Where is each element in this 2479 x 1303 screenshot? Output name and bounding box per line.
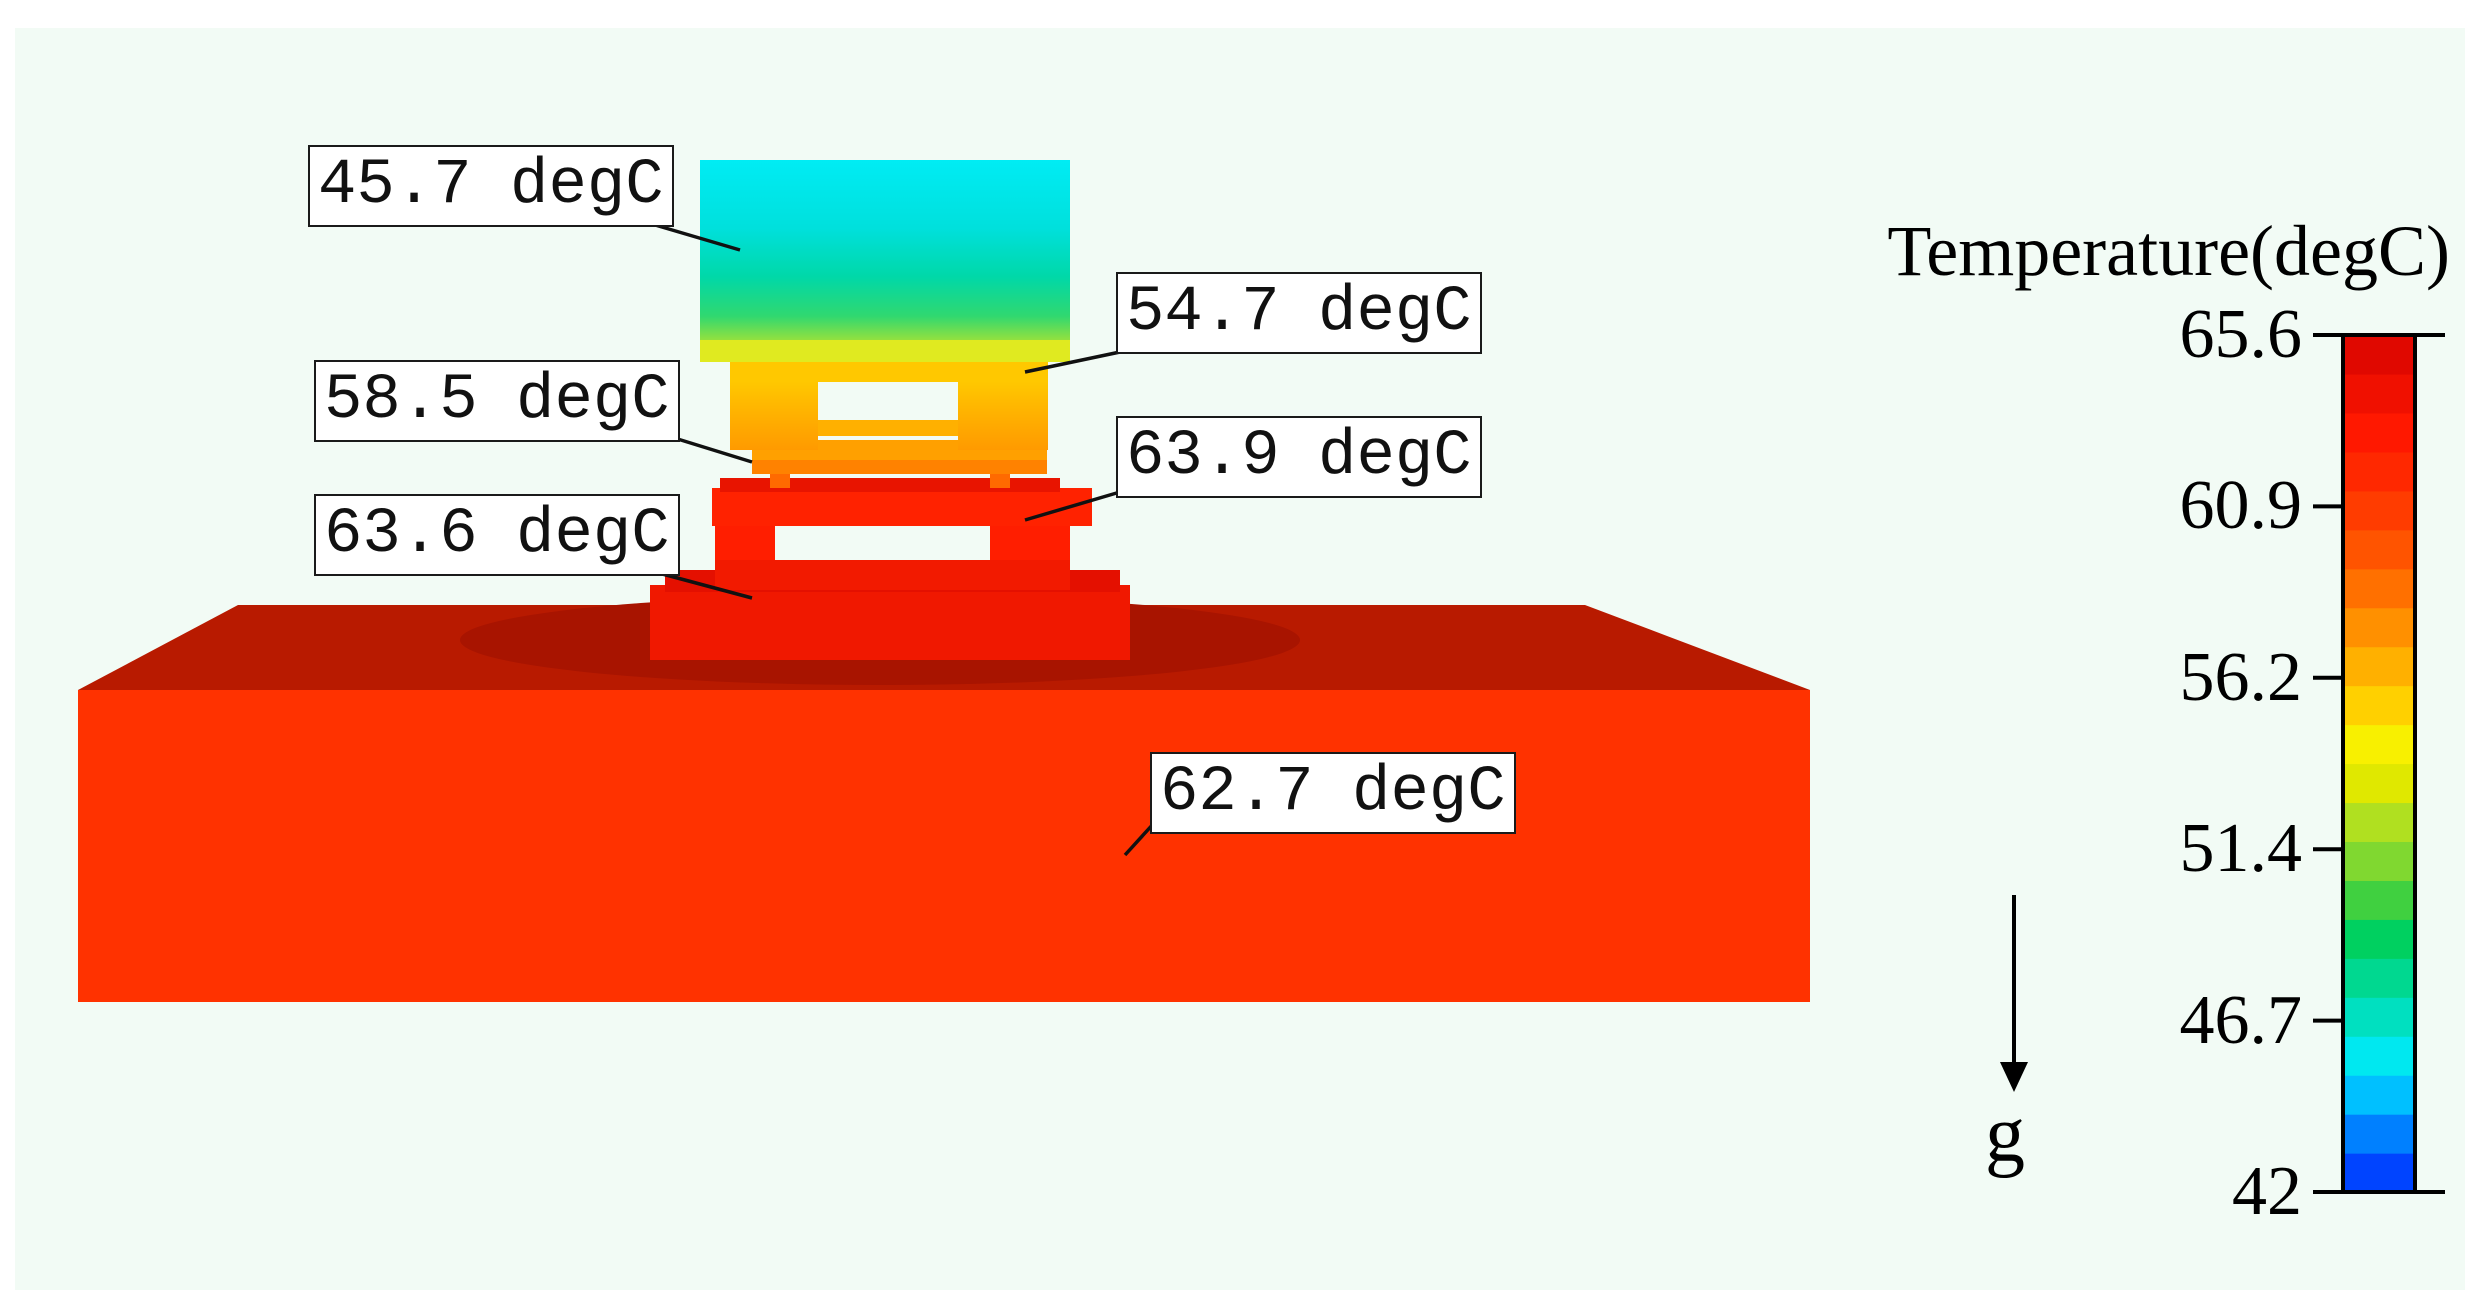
leader-upper-frame — [1024, 350, 1121, 374]
callout-upper-frame: 54.7 degC — [1116, 272, 1482, 354]
callout-substrate: 62.7 degC — [1150, 752, 1516, 834]
top-block-underside — [700, 340, 1070, 362]
upper-frame-top — [730, 360, 1048, 382]
colorbar-swatch — [2343, 529, 2415, 570]
base-stack — [650, 478, 1130, 660]
colorbar-tick-label: 51.4 — [2179, 810, 2303, 888]
top-block-body — [700, 160, 1070, 355]
colorbar-swatch — [2343, 919, 2415, 959]
top-block — [700, 160, 1070, 362]
leader-lower-frame — [1024, 490, 1121, 522]
colorbar-swatch — [2343, 607, 2415, 648]
base-plate — [650, 585, 1130, 660]
colorbar-swatch — [2343, 451, 2415, 492]
colorbar-swatch — [2343, 1114, 2415, 1154]
colorbar-tick-label: 46.7 — [2179, 981, 2303, 1059]
colorbar-tick-label: 56.2 — [2179, 638, 2303, 716]
lower-frame-top-cap — [720, 478, 1060, 492]
colorbar-tick-label: 42 — [2232, 1153, 2302, 1230]
colorbar-swatch — [2343, 880, 2415, 920]
colorbar-swatch — [2343, 1075, 2415, 1115]
gravity-label: g — [1985, 1091, 2025, 1179]
colorbar-swatch — [2343, 490, 2415, 531]
colorbar-swatch — [2343, 997, 2415, 1037]
colorbar-swatch — [2343, 1153, 2415, 1193]
colorbar — [2313, 333, 2445, 1194]
upper-frame-right-post — [958, 370, 1048, 450]
callout-base-stack: 63.6 degC — [314, 494, 680, 576]
colorbar-swatch — [2343, 335, 2415, 375]
callout-middle-plate: 58.5 degC — [314, 360, 680, 442]
colorbar-swatch — [2343, 646, 2415, 687]
colorbar-title: Temperature(degC) — [1887, 211, 2450, 291]
upper-frame — [730, 360, 1048, 450]
colorbar-swatch — [2343, 412, 2415, 453]
colorbar-swatch — [2343, 724, 2415, 765]
middle-plate-posts — [770, 474, 790, 488]
colorbar-tick-label: 60.9 — [2179, 467, 2303, 545]
colorbar-swatch — [2343, 763, 2415, 804]
colorbar-swatch — [2343, 373, 2415, 414]
callout-lower-frame: 63.9 degC — [1116, 416, 1482, 498]
colorbar-swatch — [2343, 958, 2415, 998]
colorbar-swatch — [2343, 802, 2415, 843]
gravity-arrow-head — [2000, 1062, 2028, 1092]
upper-frame-left-post — [730, 370, 818, 450]
colorbar-swatch — [2343, 1036, 2415, 1076]
colorbar-swatch — [2343, 685, 2415, 726]
lower-frame-top — [712, 488, 1092, 526]
callout-top-block: 45.7 degC — [308, 145, 674, 227]
colorbar-tick-label: 65.6 — [2179, 296, 2303, 373]
colorbar-swatch — [2343, 568, 2415, 609]
colorbar-swatch — [2343, 841, 2415, 881]
gravity-arrow — [2000, 895, 2028, 1092]
middle-plate-bottom — [752, 460, 1047, 474]
substrate-front-face — [78, 690, 1810, 1002]
upper-frame-inner-bar — [818, 420, 958, 436]
leader-base-stack — [654, 570, 753, 600]
lower-frame-bar — [715, 560, 1070, 590]
middle-plate-posts-right — [990, 474, 1010, 488]
